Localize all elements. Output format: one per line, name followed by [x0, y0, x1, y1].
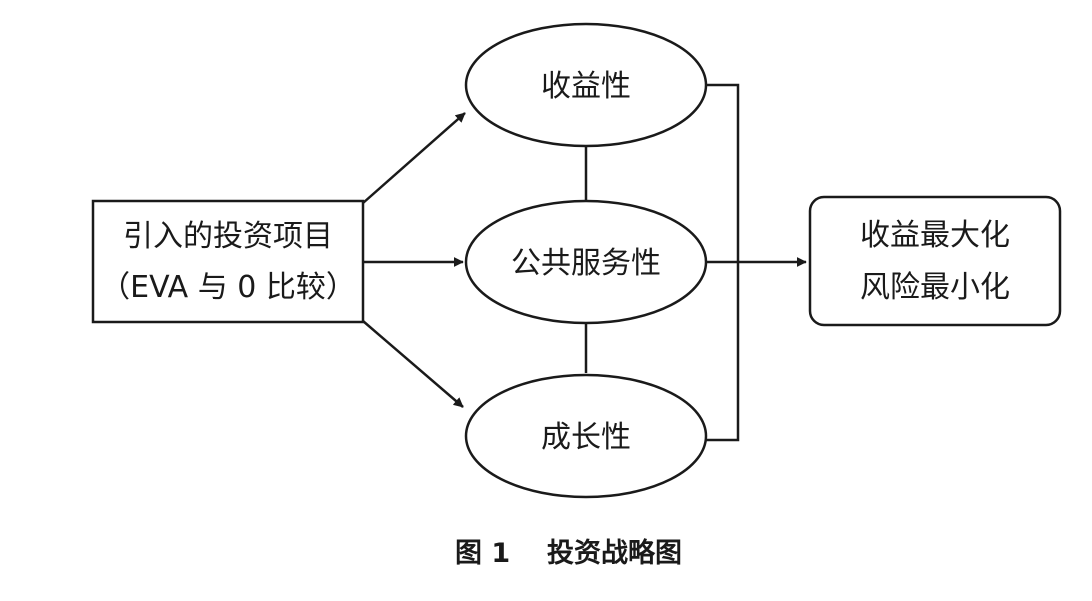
- source-box: [91, 199, 365, 324]
- ellipse-growth: [464, 373, 708, 499]
- figure-title: 投资战略图: [547, 537, 682, 569]
- source-box-line1: 引入的投资项目: [123, 219, 333, 254]
- ellipse-growth-label: 成长性: [541, 420, 631, 455]
- result-box-line2: 风险最小化: [860, 270, 1010, 305]
- ellipse-profitability: [464, 22, 708, 148]
- ellipse-public-service-label: 公共服务性: [511, 246, 661, 281]
- ellipse-profitability-label: 收益性: [541, 69, 631, 104]
- arrow-to-profitability: [362, 112, 466, 204]
- source-box-line2: （EVA 与 0 比较）: [100, 270, 356, 305]
- result-box: [808, 195, 1062, 327]
- ellipse-public-service: [464, 199, 708, 325]
- result-box-line1: 收益最大化: [860, 218, 1010, 253]
- arrow-to-growth: [362, 320, 464, 408]
- figure-number: 图 1: [455, 538, 510, 569]
